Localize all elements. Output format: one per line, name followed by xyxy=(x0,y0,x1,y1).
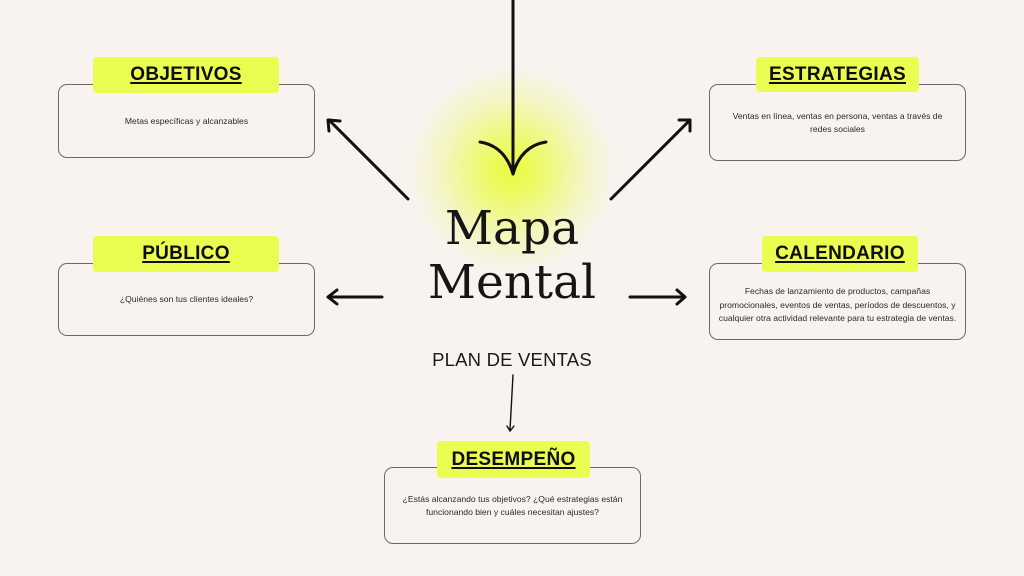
top-down-arrow-icon xyxy=(478,0,548,176)
node-label-desempeno: DESEMPEÑO xyxy=(437,441,590,478)
node-label-publico: PÚBLICO xyxy=(93,236,279,272)
node-text-calendario: Fechas de lanzamiento de productos, camp… xyxy=(718,286,957,324)
title-line-2: Mental xyxy=(427,255,597,310)
node-text-desempeno: ¿Estás alcanzando tus objetivos? ¿Qué es… xyxy=(402,493,623,517)
arrow-up-left-icon xyxy=(326,118,410,201)
map-title: Mapa Mental xyxy=(412,202,612,310)
node-text-estrategias: Ventas en línea, ventas en persona, vent… xyxy=(732,110,943,134)
node-card-publico: ¿Quiénes son tus clientes ideales? xyxy=(58,263,315,336)
node-card-calendario: Fechas de lanzamiento de productos, camp… xyxy=(709,263,966,340)
node-card-objetivos: Metas específicas y alcanzables xyxy=(58,84,315,158)
title-line-1: Mapa xyxy=(444,201,580,256)
node-label-calendario: CALENDARIO xyxy=(762,236,918,272)
node-label-objetivos: OBJETIVOS xyxy=(93,57,279,93)
arrow-left-icon xyxy=(326,288,384,306)
node-card-estrategias: Ventas en línea, ventas en persona, vent… xyxy=(709,84,966,161)
node-text-objetivos: Metas específicas y alcanzables xyxy=(124,115,249,126)
node-text-publico: ¿Quiénes son tus clientes ideales? xyxy=(119,294,254,304)
arrow-down-icon xyxy=(506,374,515,433)
map-subtitle: PLAN DE VENTAS xyxy=(432,349,592,370)
node-label-estrategias: ESTRATEGIAS xyxy=(756,57,919,92)
arrow-right-icon xyxy=(628,288,687,306)
node-card-desempeno: ¿Estás alcanzando tus objetivos? ¿Qué es… xyxy=(384,467,641,544)
arrow-up-right-icon xyxy=(609,118,692,201)
